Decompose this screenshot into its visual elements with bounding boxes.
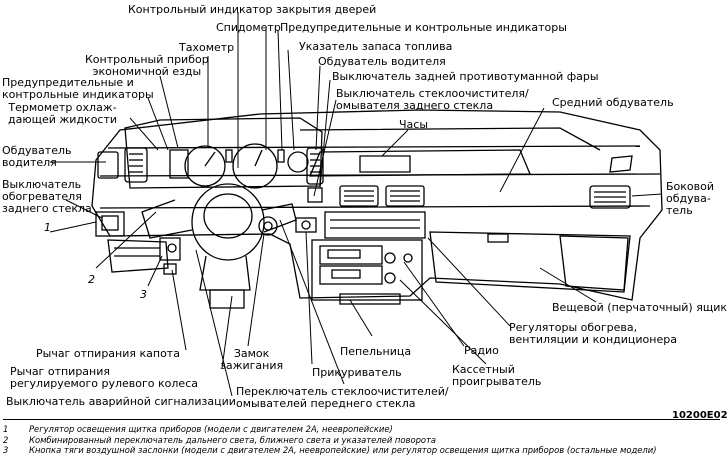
footnote-2-number: 2 [3, 434, 9, 445]
label-warning-indicators-left: Предупредительные и контрольные индикато… [2, 77, 154, 101]
callout-number-1: 1 [44, 221, 51, 234]
label-rear-wiper-switch-line2: омывателя заднего стекла [336, 99, 494, 112]
label-driver-vent-left-line2: водителя [2, 156, 57, 169]
figure-code: 10200E02 [672, 410, 728, 421]
label-hvac-controls: Регуляторы обогрева, вентиляции и кондиц… [509, 322, 677, 346]
label-side-vent-line1: Боковой [666, 180, 715, 193]
footnote-2-text: Комбинированный переключатель дальнего с… [29, 434, 437, 445]
footnote-2: 2 Комбинированный переключатель дальнего… [3, 435, 718, 446]
label-tilt-release-line1: Рычаг отпирания [10, 365, 110, 378]
label-ashtray: Пепельница [340, 345, 412, 358]
label-rear-wiper-switch: Выключатель стеклоочистителя/ омывателя … [336, 88, 529, 112]
lower-left-panel [95, 211, 181, 275]
center-switches [258, 216, 317, 236]
label-tilt-release-line2: регулируемого рулевого колеса [10, 377, 198, 390]
label-speedometer: Спидометр [216, 21, 281, 34]
label-front-wiper: Переключатель стеклоочистителей/ омывате… [236, 386, 449, 410]
label-rear-defroster-line3: заднего стекла [2, 202, 92, 215]
label-fuel-gauge: Указатель запаса топлива [299, 40, 453, 53]
label-economy-monitor: Контрольный прибор экономичной езды [85, 54, 209, 78]
label-center-vent: Средний обдуватель [552, 96, 674, 109]
label-rear-fog-switch: Выключатель задней противотуманной фары [332, 70, 599, 83]
label-side-vent-line3: тель [666, 204, 693, 217]
label-coolant-temp: Термометр охлаж- дающей жидкости [8, 102, 117, 126]
label-door-ajar-indicator: Контрольный индикатор закрытия дверей [128, 3, 377, 16]
steering-column [141, 183, 297, 309]
label-side-vent: Боковой обдува- тель [666, 181, 714, 217]
left-vent [97, 147, 148, 183]
footnotes: 1 Регулятор освещения щитка приборов (мо… [3, 424, 718, 456]
label-radio: Радио [464, 344, 499, 357]
footnote-3: 3 Кнопка тяги воздушной заслонки (модели… [3, 445, 718, 456]
label-clock: Часы [399, 118, 429, 131]
leader-lines [49, 12, 663, 397]
label-warning-indicators-left-line2: контрольные индикаторы [2, 88, 154, 101]
label-ignition-line2: зажигания [220, 359, 284, 372]
label-coolant-temp-line2: дающей жидкости [8, 113, 118, 126]
footnote-1-number: 1 [3, 424, 9, 434]
label-hazard-switch: Выключатель аварийной сигнализации [6, 395, 236, 408]
label-driver-vent-left-line1: Обдуватель [2, 144, 72, 157]
label-rear-defroster: Выключатель обогревателя заднего стекла [2, 179, 92, 215]
label-coolant-temp-line1: Термометр охлаж- [8, 101, 117, 114]
footnote-1: 1 Регулятор освещения щитка приборов (мо… [3, 424, 718, 435]
instrument-cluster [124, 117, 323, 189]
label-hood-release: Рычаг отпирания капота [36, 347, 180, 360]
notes-divider [3, 419, 720, 420]
center-console [311, 211, 426, 305]
label-ignition-line1: Замок [233, 347, 270, 360]
label-economy-monitor-line2: экономичной езды [92, 65, 202, 78]
label-hvac-controls-line1: Регуляторы обогрева, [509, 321, 638, 334]
label-cigarette-lighter: Прикуриватель [312, 366, 402, 379]
footnote-3-text: Кнопка тяги воздушной заслонки (модели с… [29, 445, 657, 456]
footnote-3-number: 3 [3, 445, 9, 456]
dashboard-outline [91, 109, 663, 301]
label-side-vent-line2: обдува- [666, 192, 711, 205]
callout-number-3: 3 [140, 288, 147, 301]
label-front-wiper-line1: Переключатель стеклоочистителей/ [236, 385, 449, 398]
label-tachometer: Тахометр [179, 41, 235, 54]
glove-box [429, 231, 631, 293]
label-front-wiper-line2: омывателей переднего стекла [236, 397, 416, 410]
label-cassette: Кассетный проигрыватель [452, 364, 541, 388]
label-rear-defroster-line2: обогревателя [2, 190, 82, 203]
label-cassette-line2: проигрыватель [452, 375, 542, 388]
label-driver-vent-left: Обдуватель водителя [2, 145, 71, 169]
footnote-1-text: Регулятор освещения щитка приборов (моде… [29, 424, 393, 434]
label-tilt-release: Рычаг отпирания регулируемого рулевого к… [10, 366, 198, 390]
label-warning-indicators-top: Предупредительные и контрольные индикато… [280, 21, 567, 34]
label-rear-wiper-switch-line1: Выключатель стеклоочистителя/ [336, 87, 529, 100]
center-vents [339, 185, 425, 207]
right-vent [306, 147, 324, 203]
side-vent [589, 155, 633, 209]
label-warning-indicators-left-line1: Предупредительные и [2, 76, 134, 89]
callout-number-2: 2 [88, 273, 95, 286]
label-hvac-controls-line2: вентиляции и кондиционера [509, 333, 677, 346]
label-economy-monitor-line1: Контрольный прибор [85, 53, 209, 66]
label-glove-box: Вещевой (перчаточный) ящик [552, 301, 727, 314]
label-ignition: Замок зажигания [220, 348, 283, 372]
label-rear-defroster-line1: Выключатель [2, 178, 82, 191]
label-cassette-line1: Кассетный [452, 363, 515, 376]
label-driver-vent-right: Обдуватель водителя [318, 55, 446, 68]
